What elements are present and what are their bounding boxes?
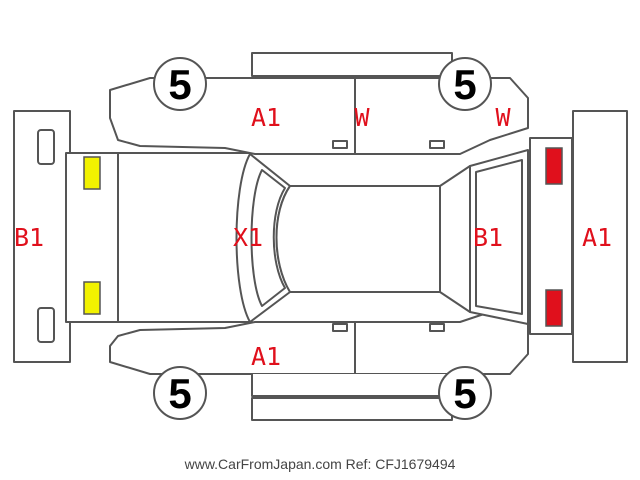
front-right-corner-light xyxy=(37,307,55,343)
bottom-rear-handle xyxy=(429,323,445,332)
footer-site: www.CarFromJapan.com xyxy=(184,456,342,472)
front-left-corner-light xyxy=(37,129,55,165)
tire-top-left-label: 5 xyxy=(168,61,191,108)
top-side-body xyxy=(109,77,529,155)
tire-bottom-left-label: 5 xyxy=(168,370,191,417)
top-rear-handle xyxy=(429,140,445,149)
top-roof-panel xyxy=(251,52,453,77)
watermark-footer: www.CarFromJapan.com Ref: CFJ1679494 xyxy=(0,456,640,472)
mark-top-rear-fender: W xyxy=(495,103,511,132)
front-bumper-outline xyxy=(13,110,71,363)
mark-top-rear-door: W xyxy=(354,103,370,132)
rear-left-lamp xyxy=(545,147,563,185)
rear-glass xyxy=(475,159,523,315)
rear-right-lamp xyxy=(545,289,563,327)
mark-front-bumper: B1 xyxy=(14,223,44,252)
rear-window-outline xyxy=(439,165,471,313)
tire-top-right-label: 5 xyxy=(453,61,476,108)
bottom-roof-panel xyxy=(251,397,453,421)
mark-bottom-front-door: A1 xyxy=(251,342,281,371)
bottom-lower-body xyxy=(251,374,453,397)
tire-top-right-circle xyxy=(438,57,492,111)
windshield-inner xyxy=(250,169,286,307)
front-right-lamp xyxy=(83,281,101,315)
mark-top-front-door: A1 xyxy=(251,103,281,132)
tire-top-left-circle xyxy=(153,57,207,111)
top-front-handle xyxy=(332,140,348,149)
tire-bottom-left-circle xyxy=(153,366,207,420)
mark-windshield: X1 xyxy=(233,223,263,252)
tire-bottom-right-label: 5 xyxy=(453,370,476,417)
front-left-lamp xyxy=(83,156,101,190)
mark-rear-bumper: A1 xyxy=(582,223,612,252)
footer-ref: Ref: CFJ1679494 xyxy=(345,456,456,472)
hood-panel xyxy=(117,152,253,323)
roof-panel xyxy=(275,185,441,293)
mark-rear-window: B1 xyxy=(473,223,503,252)
bottom-front-handle xyxy=(332,323,348,332)
tire-bottom-right-circle xyxy=(438,366,492,420)
